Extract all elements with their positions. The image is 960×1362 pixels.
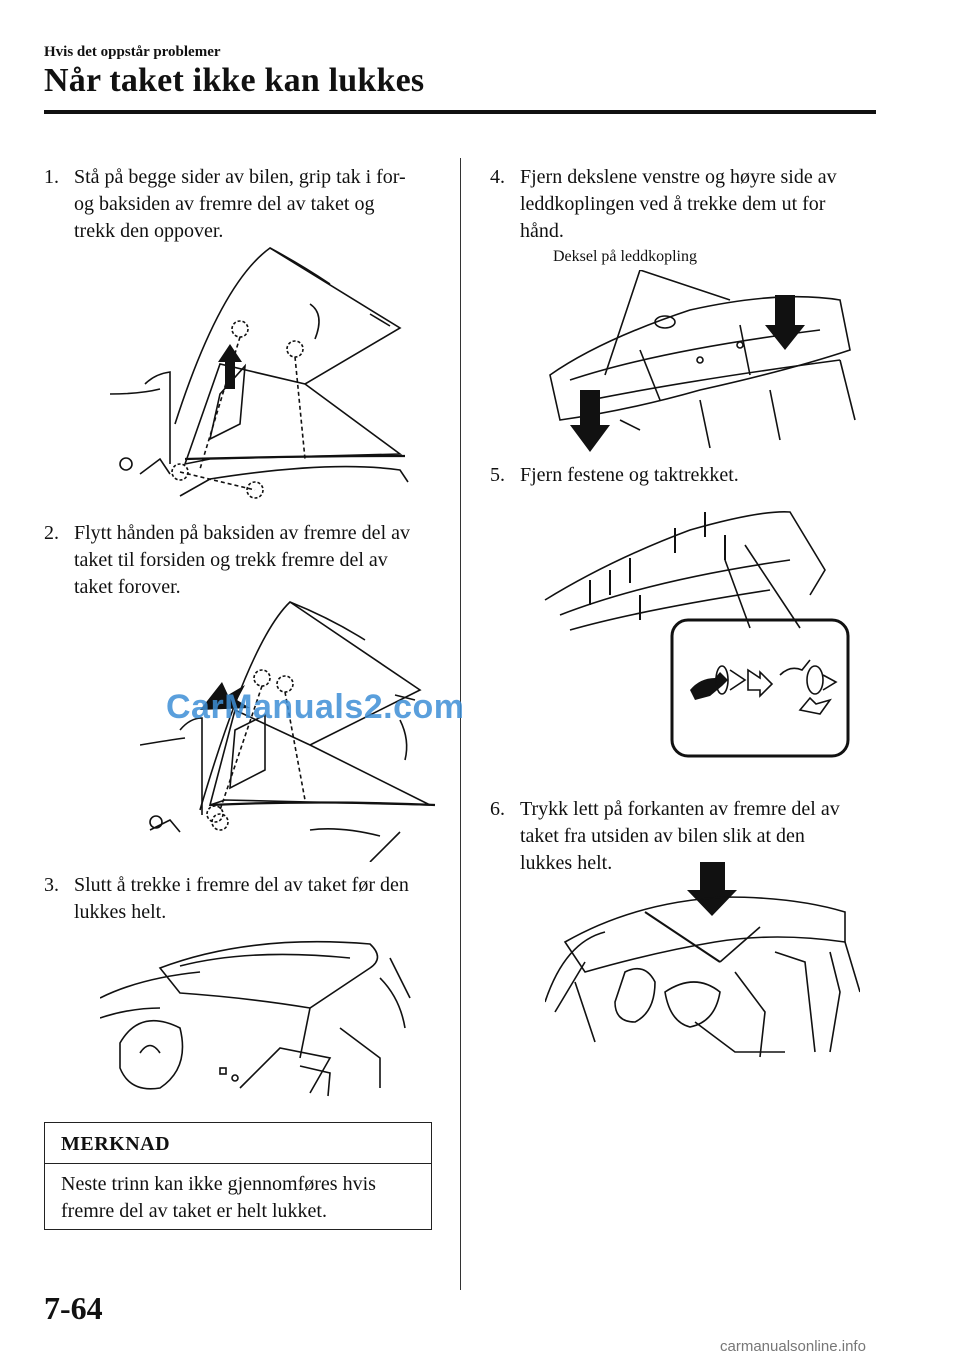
step-number: 5.: [490, 464, 505, 486]
page-number: 7-64: [44, 1290, 103, 1326]
step-text: Fjern festene og taktrekket.: [520, 464, 739, 486]
roof-lift-illustration: [100, 244, 410, 500]
fastener-removal-illustration: [540, 500, 860, 762]
footer-watermark: carmanualsonline.info: [720, 1338, 866, 1355]
step-number: 2.: [44, 522, 59, 544]
step-6: 6. Trykk lett på forkanten av fremre del…: [490, 796, 860, 877]
step-text: Stå på begge sider av bilen, grip tak i …: [74, 166, 406, 242]
step-4: 4. Fjern dekslene venstre og høyre side …: [490, 164, 860, 245]
step-number: 6.: [490, 798, 505, 820]
step-number: 4.: [490, 166, 505, 188]
step-number: 3.: [44, 874, 59, 896]
roof-near-closed-illustration: [100, 938, 415, 1098]
title-rule: [44, 110, 876, 114]
page-title: Når taket ikke kan lukkes: [44, 62, 425, 99]
step-5: 5. Fjern festene og taktrekket.: [490, 462, 860, 489]
note-text: Neste trinn kan ikke gjennomføres hvis f…: [61, 1173, 376, 1222]
step-text: Fjern dekslene venstre og høyre side av …: [520, 166, 837, 242]
watermark-logo: CarManuals2.com: [166, 688, 465, 726]
step-text: Trykk lett på forkanten av fremre del av…: [520, 798, 840, 874]
step-text: Flytt hånden på baksiden av fremre del a…: [74, 522, 410, 598]
step-2: 2. Flytt hånden på baksiden av fremre de…: [44, 520, 414, 601]
callout-label: Deksel på leddkopling: [553, 248, 697, 265]
step-text: Slutt å trekke i fremre del av taket før…: [74, 874, 409, 923]
step-1: 1. Stå på begge sider av bilen, grip tak…: [44, 164, 414, 245]
note-title: MERKNAD: [61, 1133, 171, 1155]
step-number: 1.: [44, 166, 59, 188]
step-3: 3. Slutt å trekke i fremre del av taket …: [44, 872, 414, 926]
column-divider: [460, 158, 461, 1290]
joint-cover-illustration: [540, 270, 860, 460]
note-divider: [45, 1163, 431, 1164]
roof-forward-illustration: [140, 600, 440, 862]
roof-press-closed-illustration: [545, 862, 860, 1062]
note-box: MERKNAD Neste trinn kan ikke gjennomføre…: [44, 1122, 432, 1230]
section-label: Hvis det oppstår problemer: [44, 44, 221, 60]
